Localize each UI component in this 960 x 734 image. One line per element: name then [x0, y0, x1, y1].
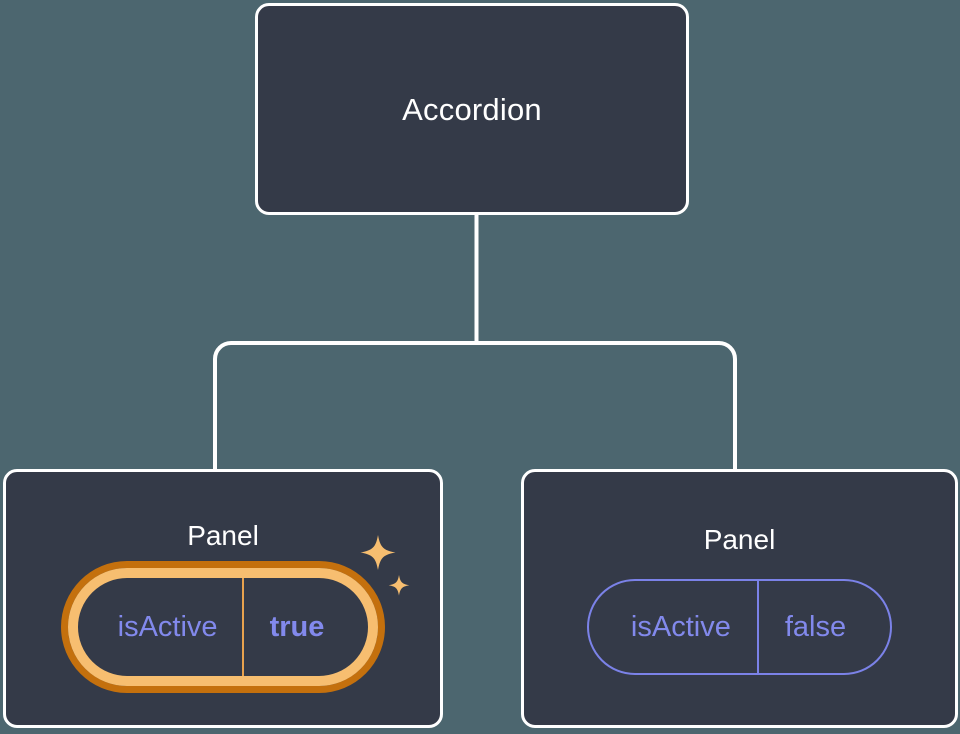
node-accordion[interactable]: Accordion	[255, 3, 689, 215]
prop-badge[interactable]: isActive false	[586, 579, 893, 675]
node-panel-0[interactable]: Panel isActive true	[3, 469, 443, 728]
edge-branch-left	[213, 341, 477, 471]
prop-value: true	[241, 578, 369, 676]
prop-key: isActive	[630, 610, 731, 643]
sparkle-icon	[389, 575, 410, 596]
prop-badge-highlighted[interactable]: isActive true	[67, 535, 410, 686]
prop-value: false	[756, 581, 890, 673]
prop-key: isActive	[117, 610, 218, 643]
node-title: Panel	[703, 524, 776, 555]
prop-pill[interactable]: isActive true	[67, 568, 379, 686]
node-title: Accordion	[402, 91, 542, 127]
node-title: Panel	[187, 520, 259, 551]
node-panel-1[interactable]: Panel isActive false	[521, 469, 958, 728]
prop-pill[interactable]: isActive false	[586, 579, 893, 675]
edge-branch-right	[476, 341, 737, 471]
sparkle-icon	[360, 535, 396, 570]
